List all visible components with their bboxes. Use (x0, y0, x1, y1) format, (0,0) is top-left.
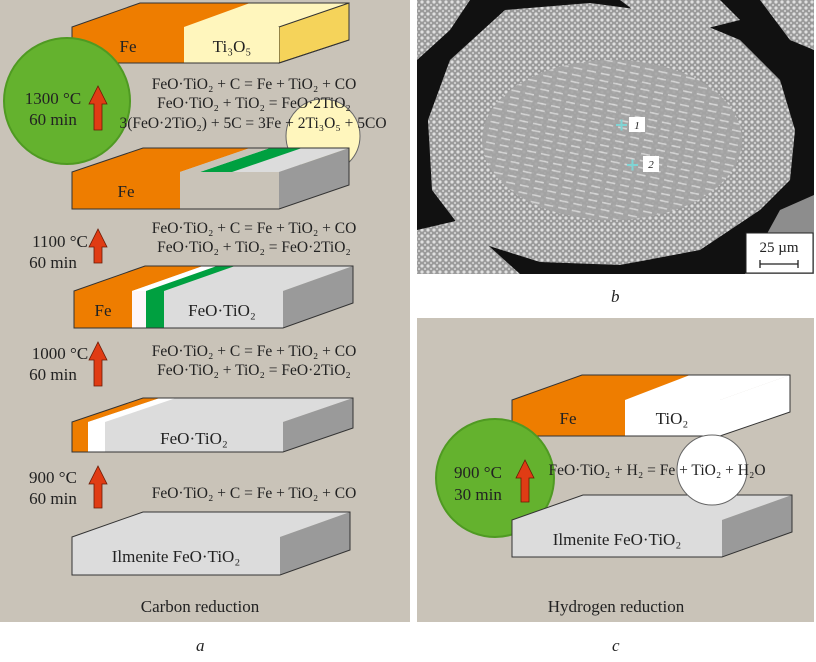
equation: FeO·TiO₂ + C = Fe + TiO₂ + CO (152, 343, 357, 360)
b3-feo-label: FeO·TiO₂ (188, 301, 256, 320)
marker-2: 2 (627, 156, 659, 172)
svg-text:25 µm: 25 µm (759, 240, 798, 256)
arrow-up-icon (88, 341, 108, 387)
block-ilmenite (71, 511, 351, 576)
time-1300: 60 min (29, 110, 77, 129)
time-1000: 60 min (29, 365, 77, 384)
time-30: 30 min (454, 485, 502, 504)
arrow-up-icon (515, 459, 535, 503)
equation: FeO·TiO₂ + TiO₂ = FeO·2TiO₂ (157, 362, 351, 379)
equation: 3(FeO·2TiO₂) + 5C = 3Fe + 2Ti₃O₅ + 5CO (119, 115, 386, 132)
block-1300 (71, 2, 350, 64)
b4-feo-label: FeO·TiO₂ (160, 429, 228, 448)
marker-1: 1 (616, 117, 645, 132)
panel-letter-b: b (611, 287, 620, 306)
equation-h2: FeO·TiO₂ + H₂ = Fe + TiO₂ + H₂O (548, 462, 765, 479)
c-fe-label: Fe (560, 409, 577, 428)
block-1100 (71, 147, 350, 210)
equation: FeO·TiO₂ + C = Fe + TiO₂ + CO (152, 76, 357, 93)
temp-1000: 1000 °C (32, 344, 88, 363)
tio2-bubble (676, 434, 748, 506)
temperature-circle-h2 (435, 418, 555, 538)
time-1100: 60 min (29, 253, 77, 272)
equation: FeO·TiO₂ + C = Fe + TiO₂ + CO (152, 485, 357, 502)
temp-900-h2: 900 °C (454, 463, 502, 482)
temperature-circle (3, 37, 131, 165)
b3-fe-label: Fe (95, 301, 112, 320)
caption-carbon: Carbon reduction (141, 597, 260, 616)
b1-ti3o5-label: Ti₃O₅ (213, 37, 252, 56)
arrow-up-icon (88, 465, 108, 509)
arrow-up-icon (88, 85, 108, 131)
equation: FeO·TiO₂ + C = Fe + TiO₂ + CO (152, 220, 357, 237)
equation: FeO·TiO₂ + TiO₂ = FeO·2TiO₂ (157, 239, 351, 256)
b2-fe-label: Fe (118, 182, 135, 201)
c-tio2-label: TiO₂ (656, 409, 689, 428)
b5-ilmenite-label: Ilmenite FeO·TiO₂ (112, 547, 241, 566)
panel-b-micrograph: 1 2 25 µm (417, 0, 814, 274)
arrow-up-icon (88, 228, 108, 264)
block-h2-top (511, 374, 791, 437)
panel-c: Fe TiO₂ Ilmenite FeO·TiO₂ 900 °C 30 min … (417, 318, 814, 622)
block-900 (71, 397, 354, 453)
block-h2-ilmenite (511, 494, 793, 558)
time-900: 60 min (29, 489, 77, 508)
svg-text:1: 1 (634, 120, 640, 132)
temp-900: 900 °C (29, 468, 77, 487)
scale-bar: 25 µm (745, 232, 814, 274)
panel-letter-c: c (612, 636, 620, 655)
temp-1300: 1300 °C (25, 89, 81, 108)
caption-hydrogen: Hydrogen reduction (548, 597, 685, 616)
b1-fe-label: Fe (120, 37, 137, 56)
equation: FeO·TiO₂ + TiO₂ = FeO·2TiO₂ (157, 95, 351, 112)
temp-1100: 1100 °C (32, 232, 88, 251)
block-1000 (73, 265, 354, 329)
panel-a: Fe Ti₃O₅ Fe Fe FeO·TiO₂ FeO·TiO₂ Ilmenit… (0, 0, 410, 622)
panel-letter-a: a (196, 636, 205, 655)
c-ilmenite-label: Ilmenite FeO·TiO₂ (553, 530, 682, 549)
svg-text:2: 2 (648, 159, 654, 171)
